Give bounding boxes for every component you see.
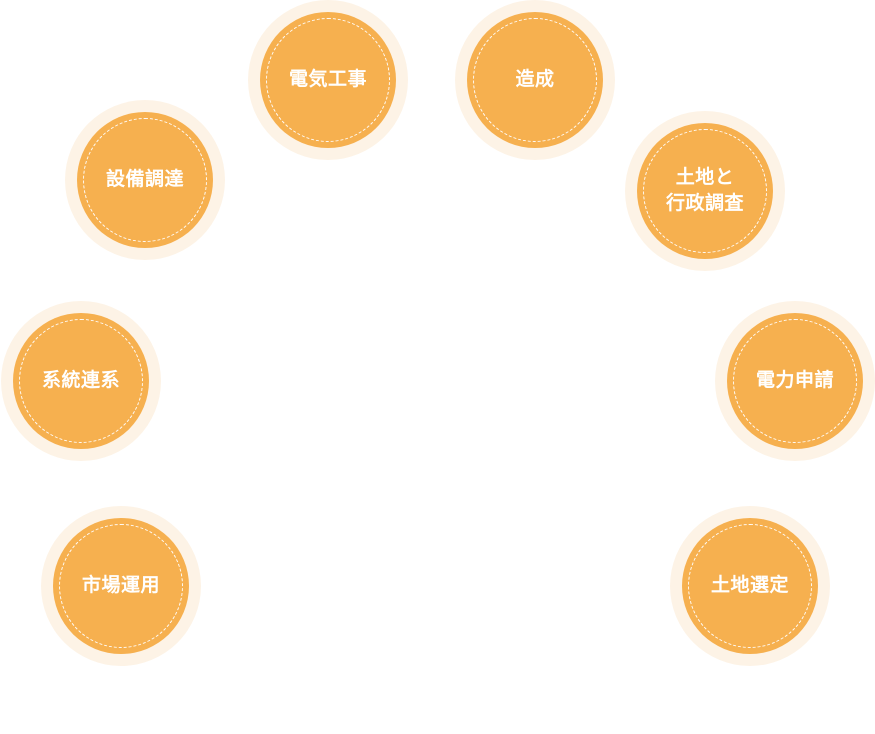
dashed-ring: [643, 129, 767, 253]
dashed-ring: [19, 319, 143, 443]
step-electrical-work: 電気工事: [248, 0, 408, 160]
dashed-ring: [266, 18, 390, 142]
dashed-ring: [733, 319, 857, 443]
step-disc: 電気工事: [260, 12, 396, 148]
step-disc: 造成: [467, 12, 603, 148]
dashed-ring: [688, 524, 812, 648]
step-land-selection: 土地選定: [670, 506, 830, 666]
step-label: 土地と 行政調査: [665, 166, 744, 214]
step-disc: 土地と 行政調査: [637, 123, 773, 259]
step-label: 土地選定: [710, 574, 789, 597]
step-disc: 系統連系: [13, 313, 149, 449]
dashed-ring: [473, 18, 597, 142]
step-land-grading: 造成: [455, 0, 615, 160]
step-disc: 土地選定: [682, 518, 818, 654]
step-label: 系統連系: [41, 369, 120, 392]
step-disc: 電力申請: [727, 313, 863, 449]
step-label: 市場運用: [81, 574, 160, 597]
step-market-operation: 市場運用: [41, 506, 201, 666]
step-disc: 市場運用: [53, 518, 189, 654]
step-label: 造成: [515, 68, 555, 91]
dashed-ring: [59, 524, 183, 648]
step-power-application: 電力申請: [715, 301, 875, 461]
dashed-ring: [83, 118, 207, 242]
step-label: 電気工事: [288, 68, 367, 91]
step-label: 設備調達: [105, 168, 184, 191]
step-equipment-procurement: 設備調達: [65, 100, 225, 260]
step-land-and-admin-survey: 土地と 行政調査: [625, 111, 785, 271]
step-label: 電力申請: [755, 369, 834, 392]
step-grid-connection: 系統連系: [1, 301, 161, 461]
step-disc: 設備調達: [77, 112, 213, 248]
